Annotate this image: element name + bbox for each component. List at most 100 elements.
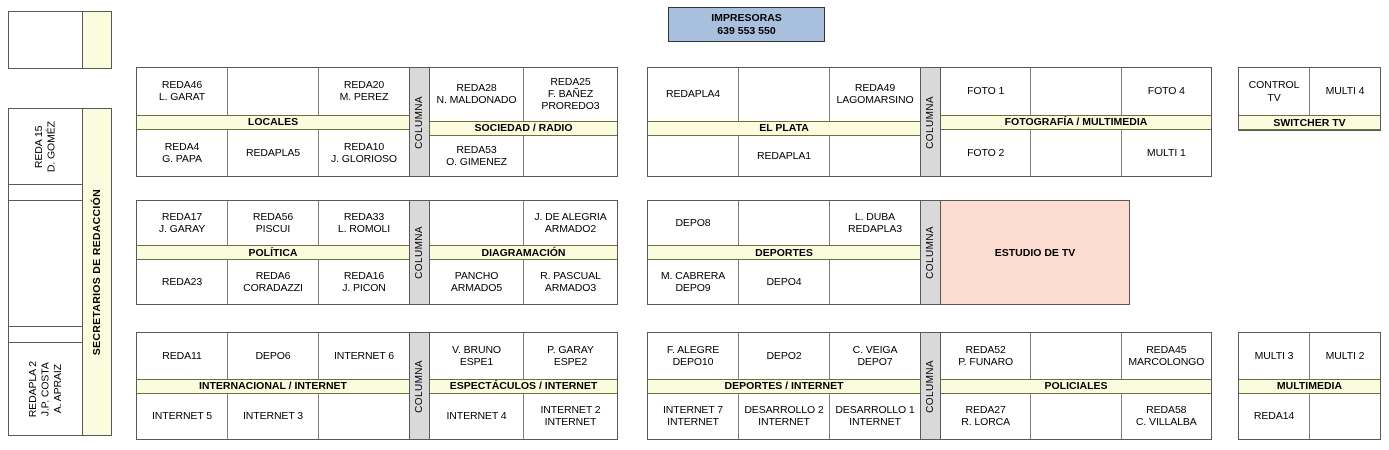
seat-cell[interactable] [739,201,830,245]
seat-cell[interactable]: REDA28 N. MALDONADO [430,68,524,121]
seat-cell[interactable]: INTERNET 3 [228,393,319,439]
columna-divider: COLUMNA [920,333,941,439]
switcher-row-top: CONTROL TV MULTI 4 [1239,68,1380,115]
seat-cell[interactable] [1031,393,1122,439]
seat-cell[interactable]: DEPO2 [739,333,830,379]
seat-redapla2[interactable]: REDAPLA 2 J.P. COSTA A. APRAIZ [26,360,64,418]
block-politica-diagramacion: REDA17 J. GARAY REDA56 PISCUI REDA33 L. … [136,200,618,305]
deportesinternet-row-top: F. ALEGRE DEPO10 DEPO2 C. VEIGA DEPO7 [648,333,920,379]
seat-cell[interactable]: INTERNET 5 [137,393,228,439]
seat-cell[interactable]: FOTO 2 [941,129,1032,176]
section-fotografia-multimedia: FOTO 1 FOTO 4 FOTOGRAFÍA / MULTIMEDIA FO… [941,68,1211,176]
seat-cell[interactable]: REDA20 M. PEREZ [339,79,389,104]
seat-cell[interactable]: REDA52 P. FUNARO [941,333,1032,379]
seat-cell[interactable]: REDA11 [137,333,228,379]
seat-cell[interactable]: REDA23 [137,260,228,304]
seat-cell[interactable] [739,68,830,121]
seat-cell[interactable]: REDA6 CORADAZZI [228,260,319,304]
seat-cell[interactable]: REDA25 F. BAÑEZ PROREDO3 [541,76,600,113]
seat-cell[interactable]: REDAPLA1 [739,135,830,177]
seat-cell[interactable]: REDA17 J. GARAY [137,201,228,245]
seat-cell[interactable]: REDA56 PISCUI [228,201,319,245]
seat-cell[interactable]: PANCHO ARMADO5 [430,260,524,304]
grid-internacional-espectaculos: REDA11 DEPO6 INTERNET 6 INTERNACIONAL / … [136,332,618,440]
sidebar-top-seats [9,12,82,68]
policiales-row-bottom: REDA27 R. LORCA REDA58 C. VILLALBA [941,393,1211,439]
block-deportesinternet-policiales: F. ALEGRE DEPO10 DEPO2 C. VEIGA DEPO7 DE… [647,332,1212,440]
seat-cell[interactable]: DESARROLLO 1 INTERNET [835,404,915,429]
seat-cell[interactable]: REDA33 L. ROMOLI [337,210,391,235]
section-label-locales: LOCALES [137,114,409,130]
grid-switcher-tv: CONTROL TV MULTI 4 SWITCHER TV [1238,67,1381,131]
section-label-politica: POLÍTICA [137,245,409,260]
sociedad-row-top: REDA28 N. MALDONADO REDA25 F. BAÑEZ PROR… [430,68,617,121]
seat-cell[interactable]: DEPO4 [739,260,830,304]
seat-cell[interactable]: FOTO 4 [1147,85,1185,98]
seat-cell[interactable] [319,394,409,440]
seat-cell[interactable]: R. PASCUAL ARMADO3 [540,269,601,294]
seat-cell[interactable] [524,136,617,176]
espectaculos-row-bottom: INTERNET 4 INTERNET 2 INTERNET [430,393,617,439]
section-sociedad-radio: REDA28 N. MALDONADO REDA25 F. BAÑEZ PROR… [430,68,617,177]
seat-cell[interactable] [430,201,524,245]
seat-cell[interactable]: P. GARAY ESPE2 [547,343,594,368]
seat-empty[interactable] [9,12,82,68]
section-label-fotografia-multimedia: FOTOGRAFÍA / MULTIMEDIA [941,114,1211,130]
seat-cell[interactable]: DEPO6 [228,333,319,379]
seat-cell[interactable]: INTERNET 7 INTERNET [648,393,739,439]
section-multimedia: MULTI 3 MULTI 2 MULTIMEDIA REDA14 [1239,333,1380,439]
section-el-plata: REDAPLA4 REDA49 LAGOMARSINO EL PLATA RED… [648,68,920,177]
seat-cell[interactable]: REDA58 C. VILLALBA [1135,404,1197,429]
seat-cell[interactable]: REDAPLA5 [228,129,319,176]
seat-cell[interactable]: J. DE ALEGRIA ARMADO2 [534,210,607,235]
seat-empty-2[interactable] [9,201,82,327]
sidebar-secretarios-box[interactable]: REDA 15 D. GOMÉZ REDAPLA 2 J.P. COSTA A.… [8,108,112,436]
seat-cell[interactable] [648,135,739,177]
seat-empty-1[interactable] [9,185,82,201]
seat-cell[interactable]: FOTO 1 [941,68,1032,115]
seat-cell[interactable]: F. ALEGRE DEPO10 [648,333,739,379]
espectaculos-row-top: V. BRUNO ESPE1 P. GARAY ESPE2 [430,333,617,379]
seat-cell[interactable]: V. BRUNO ESPE1 [430,333,524,379]
seat-cell[interactable]: CONTROL TV [1239,68,1310,115]
seat-cell[interactable]: MULTI 4 [1325,85,1365,98]
seat-cell[interactable]: DESARROLLO 2 INTERNET [739,393,830,439]
seat-cell[interactable]: REDA16 J. PICON [342,269,386,294]
seat-cell[interactable] [1031,129,1122,176]
seat-cell[interactable]: REDA49 LAGOMARSINO [836,82,914,107]
section-label-diagramacion: DIAGRAMACIÓN [430,245,617,260]
seat-cell[interactable]: DEPO8 [648,201,739,245]
seat-cell[interactable]: REDA53 O. GIMENEZ [430,135,524,177]
seat-cell[interactable]: REDAPLA4 [648,68,739,121]
seat-cell[interactable]: MULTI 3 [1239,333,1310,379]
seat-cell[interactable]: INTERNET 6 [333,349,395,362]
seat-cell[interactable] [228,68,319,115]
seat-cell[interactable] [830,136,920,176]
seat-cell[interactable]: MULTI 1 [1146,146,1186,159]
estudio-de-tv-area[interactable]: ESTUDIO DE TV [941,201,1129,304]
seat-cell[interactable]: REDA27 R. LORCA [941,393,1032,439]
diagramacion-row-bottom: PANCHO ARMADO5 R. PASCUAL ARMADO3 [430,260,617,304]
seat-cell[interactable]: REDA10 J. GLORIOSO [331,140,397,165]
seat-reda15[interactable]: REDA 15 D. GOMÉZ [9,109,82,185]
seat-cell[interactable] [1031,333,1122,379]
seat-cell[interactable]: REDA4 G. PAPA [137,129,228,176]
seat-empty-3[interactable] [9,327,82,343]
seat-cell[interactable]: INTERNET 2 INTERNET [540,404,601,429]
section-internacional-internet: REDA11 DEPO6 INTERNET 6 INTERNACIONAL / … [137,333,409,439]
columna-divider: COLUMNA [409,333,430,439]
sidebar-top-box[interactable] [8,11,112,69]
impresoras-box[interactable]: IMPRESORAS 639 553 550 [668,7,825,42]
seat-cell[interactable] [830,260,920,304]
seat-cell[interactable] [1310,394,1380,440]
seat-cell[interactable]: L. DUBA REDAPLA3 [847,210,903,235]
seat-cell[interactable]: M. CABRERA DEPO9 [648,260,739,304]
seat-cell[interactable]: INTERNET 4 [430,393,524,439]
seat-cell[interactable]: REDA14 [1239,393,1310,439]
seat-cell[interactable] [1031,68,1122,115]
fotografia-row-top: FOTO 1 FOTO 4 [941,68,1211,115]
seat-cell[interactable]: REDA46 L. GARAT [137,68,228,115]
seat-cell[interactable]: MULTI 2 [1325,349,1365,362]
seat-cell[interactable]: REDA45 MARCOLONGO [1128,343,1205,368]
seat-cell[interactable]: C. VEIGA DEPO7 [852,343,898,368]
